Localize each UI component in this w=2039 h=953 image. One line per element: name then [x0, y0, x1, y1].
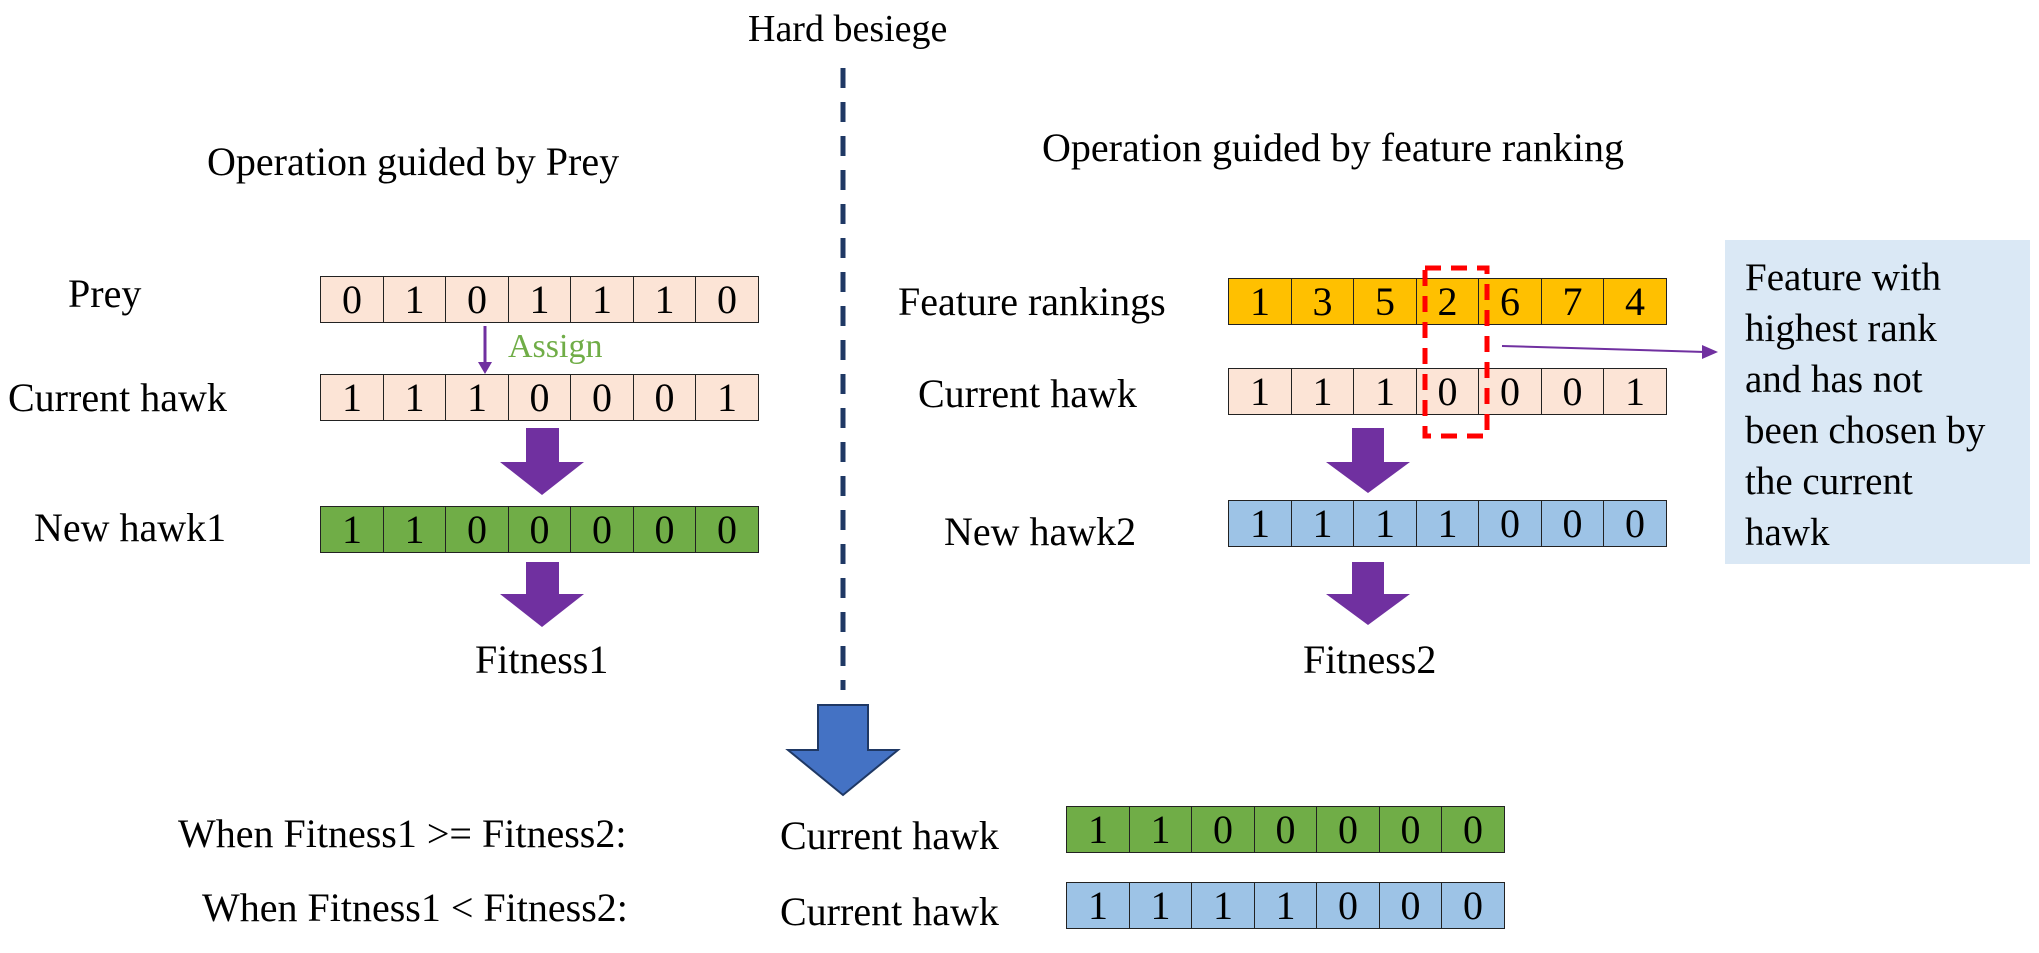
bit-cell: 1	[1228, 500, 1292, 547]
bit-cell: 0	[570, 374, 634, 421]
feature-rankings-vector: 1 3 5 2 6 7 4	[1228, 278, 1667, 325]
prey-label: Prey	[68, 271, 142, 316]
bit-cell: 1	[632, 276, 697, 323]
assign-arrow-icon	[478, 326, 492, 374]
bit-cell: 1	[382, 506, 447, 553]
bit-cell: 0	[507, 506, 572, 553]
bit-cell: 0	[695, 276, 759, 323]
bit-cell: 1	[1353, 500, 1417, 547]
bit-cell: 0	[1378, 806, 1443, 853]
bit-cell: 1	[695, 374, 759, 421]
bit-cell: 1	[1290, 500, 1355, 547]
new-hawk2-label: New hawk2	[944, 509, 1137, 554]
assign-label: Assign	[508, 328, 603, 365]
bit-cell: 0	[1191, 806, 1255, 853]
bit-cell: 0	[1378, 882, 1443, 929]
bit-cell: 0	[320, 276, 384, 323]
bit-cell: 1	[1066, 806, 1130, 853]
left-heading: Operation guided by Prey	[207, 139, 620, 184]
bit-cell: 0	[1441, 882, 1505, 929]
bit-cell: 0	[445, 276, 509, 323]
diagram-title: Hard besiege	[748, 8, 948, 50]
bit-cell: 1	[1353, 368, 1417, 415]
bit-cell: 0	[1316, 882, 1380, 929]
pointer-arrow-icon	[1501, 345, 1718, 359]
rank-cell: 6	[1478, 278, 1542, 325]
rank-cell: 1	[1228, 278, 1292, 325]
bit-cell: 1	[1191, 882, 1255, 929]
left-current-vector: 1 1 1 0 0 0 1	[320, 374, 759, 421]
bit-cell: 1	[1290, 368, 1355, 415]
down-arrow-icon	[1326, 428, 1410, 493]
bit-cell: 0	[1478, 500, 1542, 547]
bit-cell: 1	[382, 276, 447, 323]
bit-cell: 0	[1316, 806, 1380, 853]
down-arrow-icon	[500, 562, 584, 627]
bit-cell: 1	[1228, 368, 1292, 415]
note-line: been chosen by	[1745, 409, 1986, 452]
big-down-arrow-icon	[785, 704, 901, 797]
bit-cell: 0	[1415, 368, 1480, 415]
bit-cell: 0	[1478, 368, 1542, 415]
fitness2-label: Fitness2	[1303, 637, 1437, 682]
bit-cell: 1	[507, 276, 572, 323]
bit-cell: 0	[695, 506, 759, 553]
bit-cell: 1	[320, 374, 384, 421]
result1-label: Current hawk	[780, 813, 999, 858]
bit-cell: 1	[570, 276, 634, 323]
note-line: highest rank	[1745, 307, 1937, 350]
bit-cell: 1	[1128, 806, 1193, 853]
bit-cell: 0	[507, 374, 572, 421]
bit-cell: 0	[1253, 806, 1318, 853]
result1-vector: 1 1 0 0 0 0 0	[1066, 806, 1505, 853]
note-line: the current	[1745, 460, 1913, 503]
note-line: Feature with	[1745, 256, 1942, 299]
down-arrow-icon	[500, 428, 584, 495]
bit-cell: 0	[632, 374, 697, 421]
rank-cell: 5	[1353, 278, 1417, 325]
bit-cell: 0	[1603, 500, 1667, 547]
new-hawk1-vector: 1 1 0 0 0 0 0	[320, 506, 759, 553]
feature-rankings-label: Feature rankings	[898, 279, 1166, 324]
bit-cell: 1	[1603, 368, 1667, 415]
bit-cell: 1	[1066, 882, 1130, 929]
left-current-label: Current hawk	[8, 375, 227, 420]
bit-cell: 0	[1540, 500, 1605, 547]
bit-cell: 0	[1540, 368, 1605, 415]
new-hawk2-vector: 1 1 1 1 0 0 0	[1228, 500, 1667, 547]
right-heading: Operation guided by feature ranking	[1042, 125, 1625, 170]
rank-cell: 4	[1603, 278, 1667, 325]
condition-2: When Fitness1 < Fitness2:	[202, 885, 628, 930]
note-line: hawk	[1745, 511, 1830, 554]
bit-cell: 1	[1128, 882, 1193, 929]
bit-cell: 0	[632, 506, 697, 553]
condition-1: When Fitness1 >= Fitness2:	[178, 811, 627, 856]
bit-cell: 1	[382, 374, 447, 421]
note-line: and has not	[1745, 358, 1923, 401]
rank-cell: 2	[1415, 278, 1480, 325]
result2-label: Current hawk	[780, 889, 999, 934]
result2-vector: 1 1 1 1 0 0 0	[1066, 882, 1505, 929]
down-arrow-icon	[1326, 562, 1410, 625]
bit-cell: 1	[1415, 500, 1480, 547]
bit-cell: 0	[1441, 806, 1505, 853]
bit-cell: 0	[570, 506, 634, 553]
bit-cell: 1	[1253, 882, 1318, 929]
right-current-vector: 1 1 1 0 0 0 1	[1228, 368, 1667, 415]
bit-cell: 1	[445, 374, 509, 421]
fitness1-label: Fitness1	[475, 637, 609, 682]
bit-cell: 1	[320, 506, 384, 553]
rank-cell: 3	[1290, 278, 1355, 325]
prey-vector: 0 1 0 1 1 1 0	[320, 276, 759, 323]
new-hawk1-label: New hawk1	[34, 505, 227, 550]
rank-cell: 7	[1540, 278, 1605, 325]
bit-cell: 0	[445, 506, 509, 553]
right-current-label: Current hawk	[918, 371, 1137, 416]
feature-note-box: Feature with highest rank and has not be…	[1725, 240, 2030, 564]
